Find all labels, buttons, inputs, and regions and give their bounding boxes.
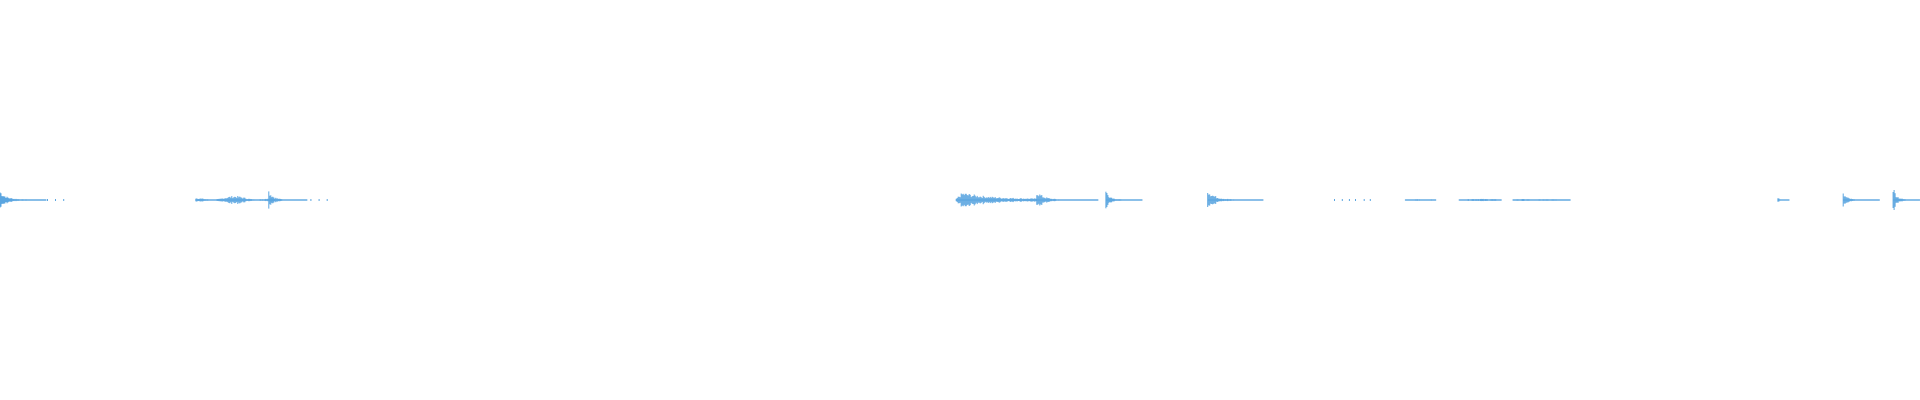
waveform-segment bbox=[1892, 190, 1920, 210]
waveform-segment bbox=[1207, 193, 1264, 207]
waveform-segment bbox=[310, 199, 328, 201]
waveform-segment bbox=[47, 199, 65, 201]
waveform-segment bbox=[955, 193, 1037, 207]
waveform-segment bbox=[1404, 199, 1437, 201]
waveform-segment bbox=[268, 191, 308, 209]
waveform-segment bbox=[1458, 198, 1502, 202]
waveform-segment bbox=[1512, 199, 1571, 201]
waveform-segment bbox=[1105, 191, 1143, 209]
waveform-segment bbox=[1842, 193, 1880, 207]
waveform-segment bbox=[1334, 199, 1371, 201]
waveform-segment bbox=[195, 196, 275, 204]
waveform-segment bbox=[1036, 194, 1099, 206]
waveform-segment bbox=[0, 192, 47, 208]
waveform-segment bbox=[1777, 198, 1790, 202]
